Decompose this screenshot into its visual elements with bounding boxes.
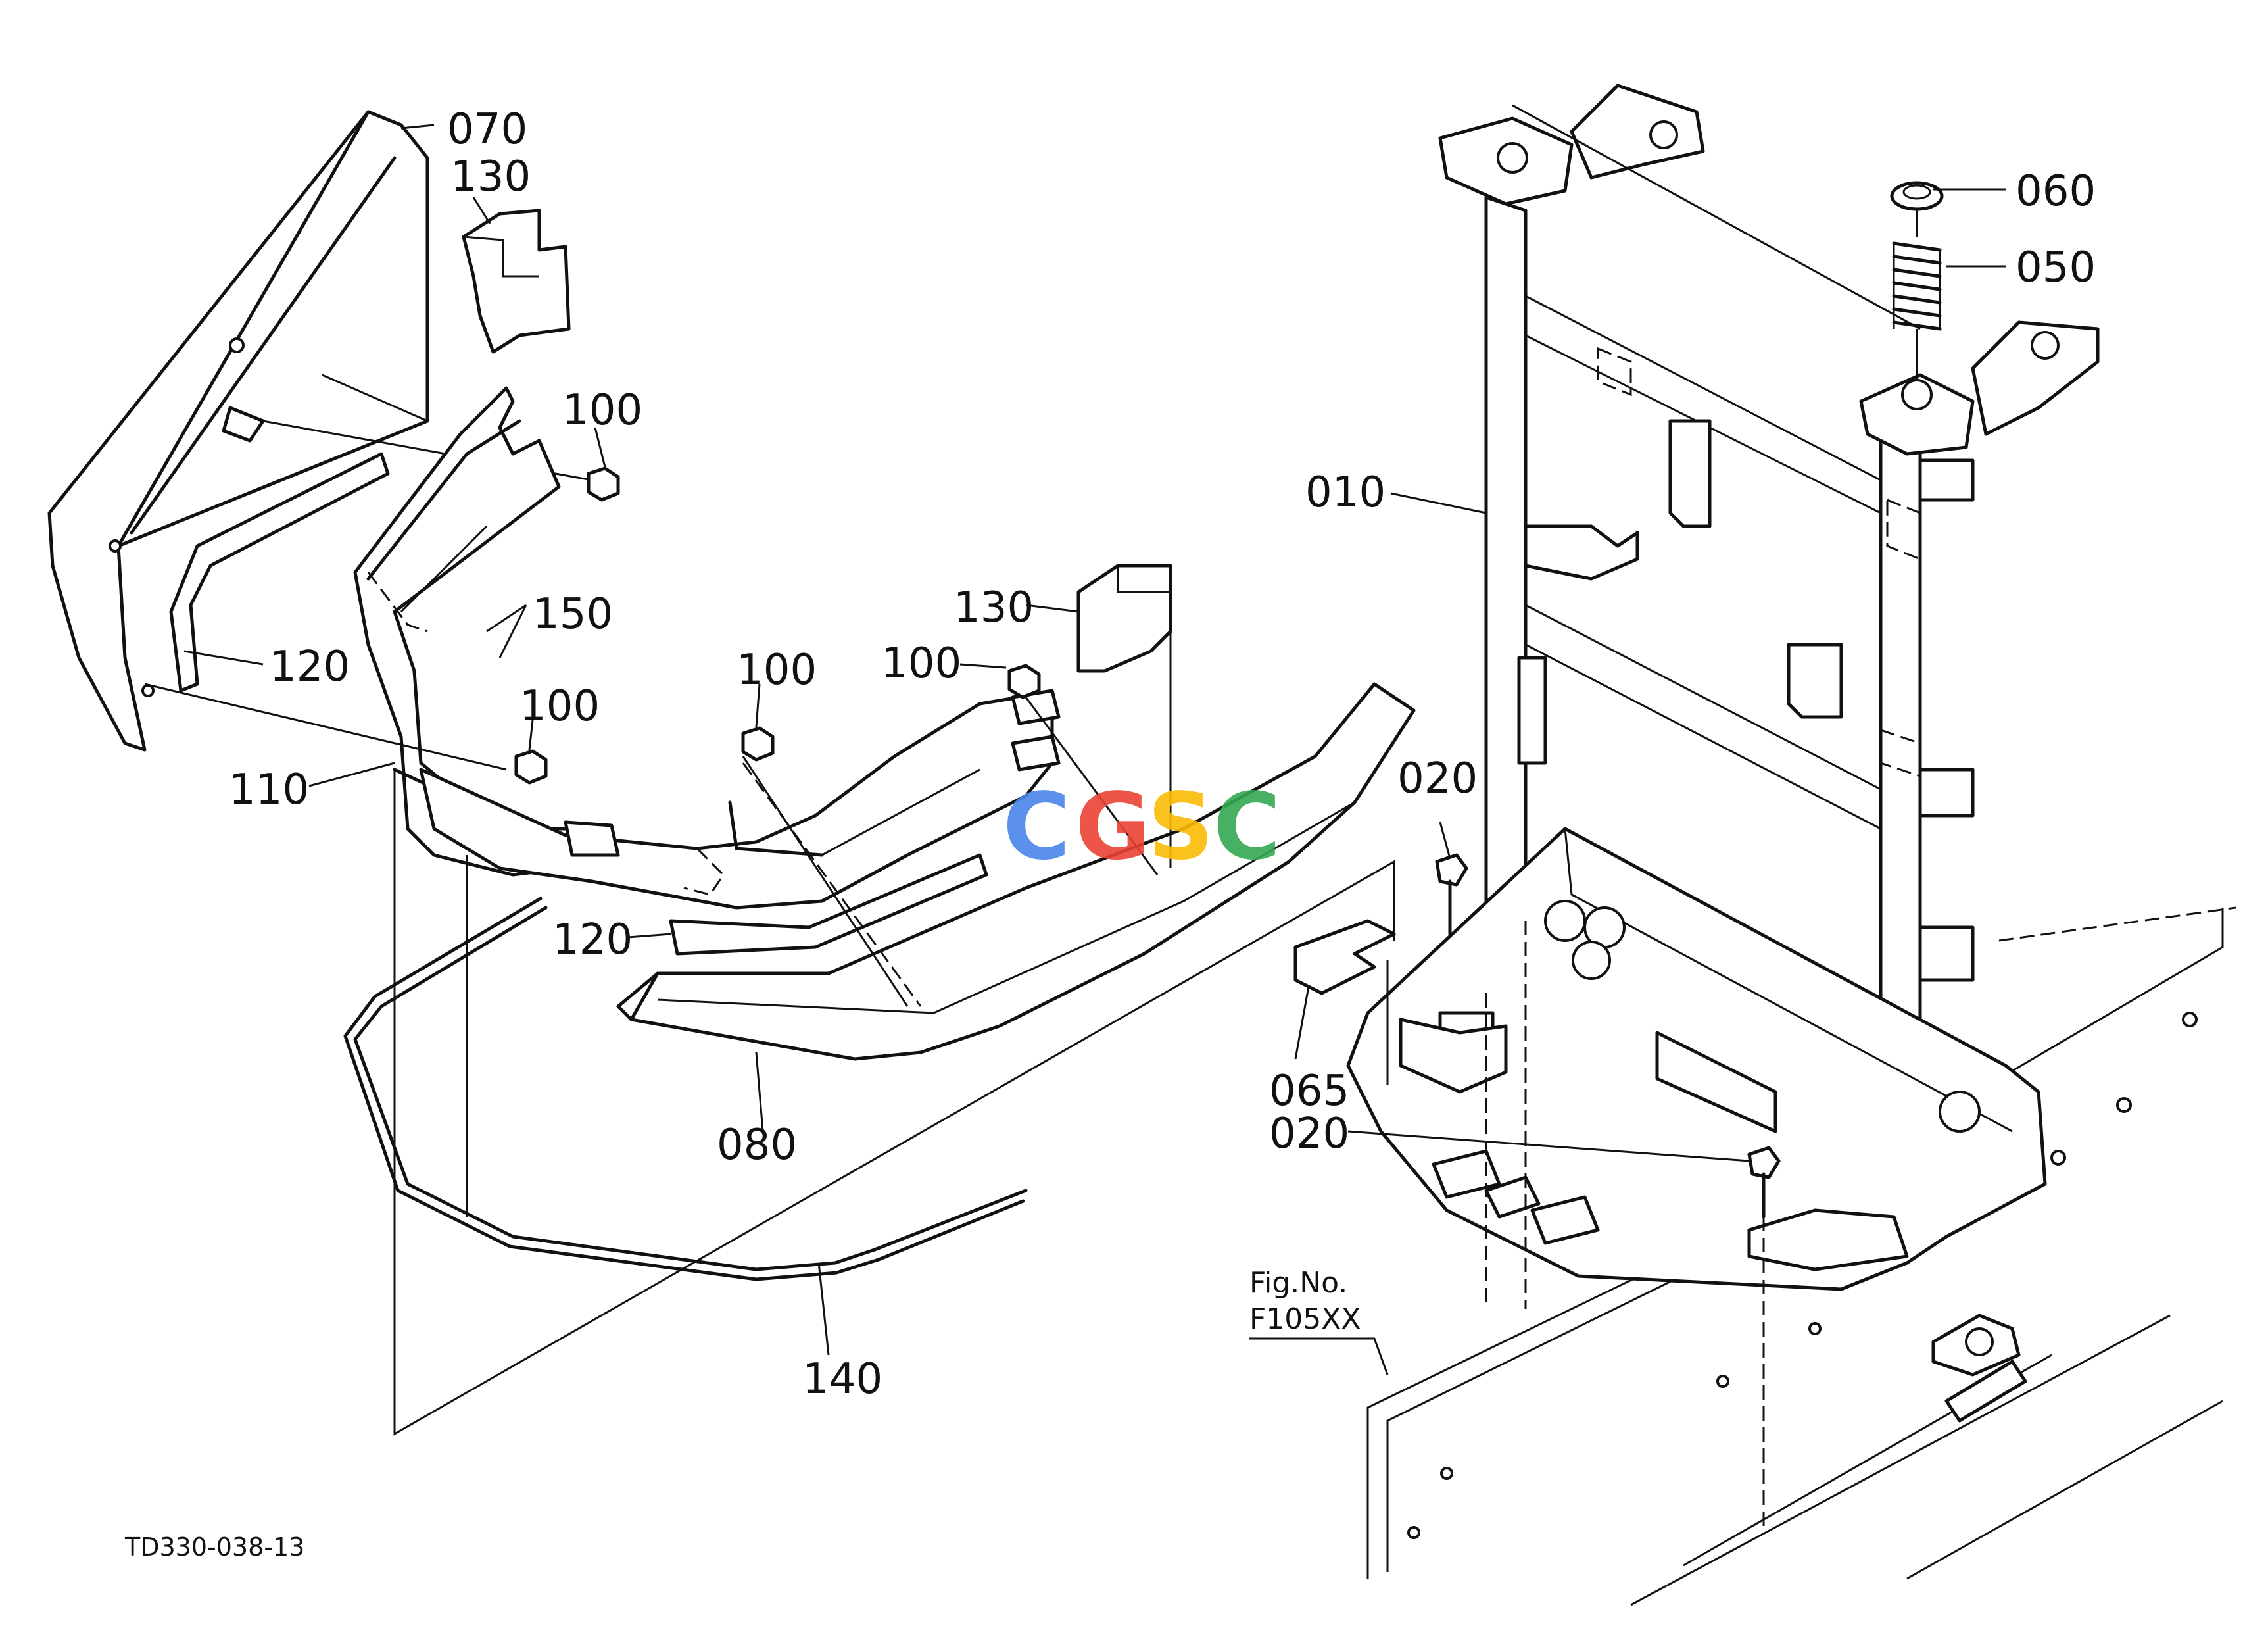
watermark-letter-1: C	[1003, 774, 1071, 881]
rubber-strip-120-upper	[169, 452, 390, 693]
nut-100-mid-left	[514, 749, 548, 785]
assembly-lines-right	[1386, 104, 1921, 1085]
figure-reference: Fig.No. F105XX	[1249, 1266, 1361, 1336]
callout-020-lower: 020	[1269, 1110, 1349, 1158]
watermark-logo: C G S C	[1003, 774, 1281, 881]
callout-050: 050	[2015, 243, 2096, 292]
callout-150: 150	[533, 590, 613, 639]
callout-100-right: 100	[881, 639, 961, 688]
callout-100-center: 100	[736, 646, 817, 695]
tractor-frame	[1366, 906, 2236, 1606]
wire-guard-140	[343, 897, 1028, 1281]
callout-140: 140	[802, 1355, 882, 1404]
callout-120-upper: 120	[270, 643, 350, 691]
callout-100-upper: 100	[562, 386, 642, 435]
watermark-letter-3: S	[1147, 774, 1214, 881]
callout-065: 065	[1269, 1067, 1349, 1116]
watermark-letter-4: C	[1213, 774, 1281, 881]
front-guard-bracket	[419, 689, 1061, 910]
callout-080: 080	[717, 1121, 797, 1169]
nut-100-upper	[587, 466, 620, 502]
fig-ref-line1: Fig.No.	[1249, 1266, 1347, 1300]
nut-100-mid-center	[741, 726, 775, 762]
callout-labels: 070 130 100 150 120 110 100 100 100 130 …	[229, 105, 2096, 1404]
spring-050	[1892, 241, 1942, 331]
callout-leaders-right	[1249, 188, 2006, 1375]
bolt-020-lower	[1747, 1146, 1781, 1526]
rubber-block-130-lower	[1076, 564, 1172, 673]
assembly-lines-left	[144, 631, 1395, 1436]
front-bumper-guard-080	[616, 682, 1416, 1061]
callout-060: 060	[2015, 167, 2096, 216]
cap-060	[1890, 181, 1944, 211]
callout-120-lower: 120	[552, 916, 633, 964]
callout-070: 070	[447, 105, 527, 154]
callout-020-upper: 020	[1397, 754, 1478, 803]
radiator-frame-010	[1438, 84, 2100, 1206]
callout-010: 010	[1305, 468, 1386, 517]
watermark-letter-2: G	[1075, 774, 1151, 881]
callout-leaders-left	[183, 124, 1079, 1356]
rubber-block-130-upper	[462, 209, 571, 354]
callout-100-left: 100	[519, 682, 600, 731]
bolt-020-upper	[1435, 853, 1468, 936]
fig-ref-line2: F105XX	[1249, 1302, 1361, 1336]
callout-130-lower: 130	[953, 583, 1034, 632]
rubber-strip-120-lower	[669, 853, 988, 956]
plate-065	[1293, 919, 1396, 995]
drawing-code: TD330-038-13	[124, 1533, 304, 1561]
callout-110: 110	[229, 766, 309, 814]
base-plate	[1346, 827, 2047, 1309]
nut-100-mid-right	[1007, 664, 1041, 699]
callout-130-upper: 130	[450, 153, 531, 201]
